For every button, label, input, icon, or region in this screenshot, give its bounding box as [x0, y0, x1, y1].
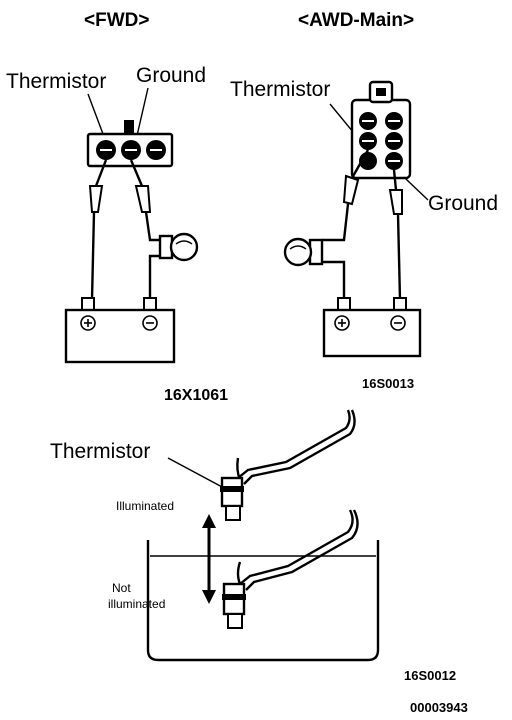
- awd-probe-left: [342, 149, 370, 206]
- illuminated-label: Illuminated: [116, 499, 174, 513]
- fwd-ground-label: Ground: [136, 64, 206, 87]
- test-figure-code: 16S0012: [404, 668, 456, 683]
- sensor-upper: [220, 409, 356, 521]
- movement-arrow-icon: [202, 514, 216, 604]
- awd-wire-to-lamp: [322, 203, 350, 242]
- awd-thermistor-label: Thermistor: [230, 78, 330, 101]
- not-illuminated-label-line2: illuminated: [108, 597, 165, 611]
- water-container: [146, 540, 380, 662]
- awd-lamp-icon: [283, 237, 324, 267]
- fwd-wire-lamp-to-negative: [148, 254, 164, 300]
- awd-connector: [350, 80, 412, 180]
- awd-probe-right: [388, 169, 403, 215]
- awd-wire-negative: [396, 213, 402, 301]
- fwd-ground-leader: [135, 87, 149, 141]
- test-thermistor-leader: [167, 457, 225, 489]
- not-illuminated-label-line1: Not: [112, 581, 131, 595]
- fwd-lamp-icon: [158, 232, 199, 262]
- awd-header: <AWD-Main>: [298, 10, 414, 31]
- fwd-figure-code: 16X1061: [164, 387, 228, 404]
- water-test: Thermistor Illuminate: [50, 409, 456, 683]
- awd-ground-label: Ground: [428, 192, 498, 215]
- fwd-header: <FWD>: [84, 10, 149, 31]
- fwd-probe-left: [88, 159, 108, 213]
- sensor-lower: [222, 509, 359, 629]
- document-code: 00003943: [410, 700, 468, 715]
- awd-battery-icon: [322, 297, 422, 358]
- fwd-thermistor-label: Thermistor: [6, 70, 106, 93]
- fwd-connector: [86, 120, 174, 168]
- fwd-battery-icon: [64, 297, 176, 364]
- fwd-wire-positive: [88, 211, 96, 302]
- fwd-probe-right: [129, 159, 152, 213]
- fwd-circuit: Thermistor Ground: [6, 64, 228, 404]
- test-thermistor-label: Thermistor: [50, 440, 150, 463]
- awd-wire-lamp-to-positive: [322, 260, 346, 300]
- awd-figure-code: 16S0013: [362, 376, 414, 391]
- awd-circuit: Thermistor Ground: [230, 78, 498, 391]
